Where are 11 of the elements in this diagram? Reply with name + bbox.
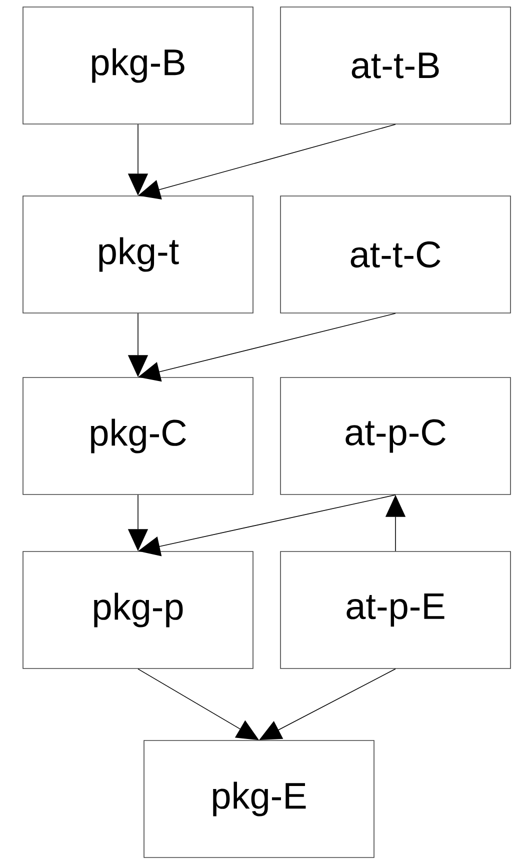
package-box: pkg-C xyxy=(22,377,254,495)
package-box: pkg-t xyxy=(22,196,254,314)
package-box: pkg-B xyxy=(22,6,254,124)
package-box: at-p-C xyxy=(280,377,511,495)
arrow xyxy=(138,668,259,740)
package-box: at-t-B xyxy=(280,6,511,124)
package-box: pkg-p xyxy=(22,551,254,669)
arrow xyxy=(259,668,396,740)
package-box: at-t-C xyxy=(280,196,511,314)
package-box: pkg-E xyxy=(144,740,374,858)
package-box: at-p-E xyxy=(280,551,511,669)
